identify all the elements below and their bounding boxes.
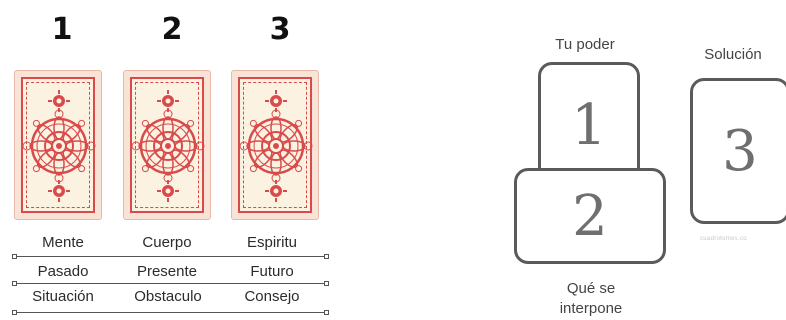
card-number-1: 1	[51, 12, 73, 47]
selection-handle	[324, 281, 329, 286]
tarot-card-1	[14, 70, 102, 220]
label-que-se: Qué se	[566, 280, 616, 297]
label-futuro: Futuro	[250, 263, 294, 280]
selection-handle	[12, 254, 17, 259]
mandala-icon	[21, 88, 97, 204]
divider-line	[16, 256, 326, 257]
label-presente: Presente	[136, 263, 198, 280]
divider-line	[16, 283, 326, 284]
label-pasado: Pasado	[37, 263, 89, 280]
mandala-icon	[130, 88, 206, 204]
label-obstaculo: Obstaculo	[134, 288, 202, 305]
card-number-3: 3	[269, 12, 291, 47]
label-cuerpo: Cuerpo	[142, 234, 192, 251]
label-interpone: interpone	[559, 300, 623, 317]
selection-handle	[12, 281, 17, 286]
label-situacion: Situación	[32, 288, 94, 305]
tarot-card-3	[231, 70, 319, 220]
label-mente: Mente	[42, 234, 84, 251]
label-consejo: Consejo	[244, 288, 300, 305]
label-tu-poder: Tu poder	[555, 36, 615, 53]
label-solucion: Solución	[704, 46, 762, 63]
card-number-2: 2	[161, 12, 183, 47]
selection-handle	[12, 310, 17, 315]
position-box-3: 3	[690, 78, 786, 224]
selection-handle	[324, 310, 329, 315]
selection-handle	[324, 254, 329, 259]
divider-line	[16, 312, 326, 313]
tarot-card-2	[123, 70, 211, 220]
position-box-2: 2	[514, 168, 666, 264]
watermark-text: cuadrotomes.co	[700, 236, 747, 242]
mandala-icon	[238, 88, 314, 204]
label-espiritu: Espiritu	[246, 234, 298, 251]
